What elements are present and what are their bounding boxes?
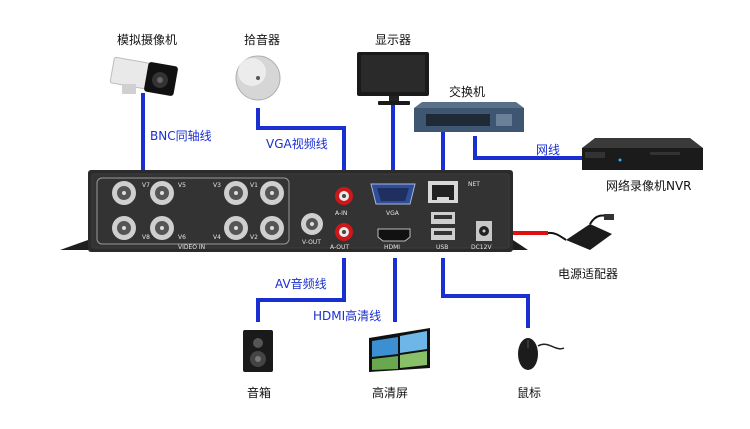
net-port xyxy=(428,181,458,203)
port-label-v4: V4 xyxy=(213,234,221,241)
network-cable-label: 网线 xyxy=(536,143,560,157)
port-label-v2: V2 xyxy=(250,234,258,241)
hdmi-port xyxy=(377,228,411,242)
bnc-v5 xyxy=(150,181,174,205)
panel-labels: V7 V5 V3 V1 V8 V6 V4 V2 VIDEO IN V-OUT A… xyxy=(142,181,492,251)
bnc-v2 xyxy=(260,216,284,240)
hdmi-port-label: HDMI xyxy=(384,244,400,251)
port-label-v8: V8 xyxy=(142,234,150,241)
v-out-label: V-OUT xyxy=(302,239,321,246)
nvr-label: 网络录像机NVR xyxy=(606,178,692,193)
usb-cable-line xyxy=(441,258,530,328)
vga-port xyxy=(370,183,416,205)
power-adapter xyxy=(547,214,614,250)
audio-jacks xyxy=(335,187,353,241)
bnc-v-out xyxy=(301,213,323,235)
hd-screen-label: 高清屏 xyxy=(372,385,408,400)
pickup-microphone xyxy=(235,55,281,101)
bnc-v8 xyxy=(112,216,136,240)
a-in-jack xyxy=(335,187,353,205)
lcd-monitor xyxy=(357,52,429,105)
hdmi-cable-label: HDMI高清线 xyxy=(313,308,381,323)
usb-ports xyxy=(431,212,455,240)
av-cable-label: AV音频线 xyxy=(275,276,327,291)
net-port-label: NET xyxy=(468,181,480,188)
port-label-v1: V1 xyxy=(250,182,258,189)
a-out-label: A-OUT xyxy=(330,244,349,251)
nvr-recorder xyxy=(582,138,703,170)
av-cable-line xyxy=(256,258,346,322)
dc12v-port-label: DC12V xyxy=(471,244,492,251)
mouse-device xyxy=(518,338,565,370)
microphone-label: 拾音器 xyxy=(244,32,280,47)
camera-label: 模拟摄像机 xyxy=(117,32,177,47)
port-label-v7: V7 xyxy=(142,182,150,189)
port-label-v6: V6 xyxy=(178,234,186,241)
a-out-jack xyxy=(335,223,353,241)
vga-port-label: VGA xyxy=(386,210,400,217)
port-label-v5: V5 xyxy=(178,182,186,189)
video-in-border xyxy=(96,177,290,245)
mouse-label: 鼠标 xyxy=(517,386,541,400)
speaker-label: 音箱 xyxy=(247,385,271,400)
bnc-v6 xyxy=(150,216,174,240)
monitor-label: 显示器 xyxy=(375,33,411,47)
bnc-v7 xyxy=(112,181,136,205)
labels: 模拟摄像机 拾音器 显示器 交换机 网络录像机NVR 电源适配器 音箱 高清屏 … xyxy=(117,32,692,400)
network-switch xyxy=(414,102,524,132)
bnc-v3 xyxy=(224,181,248,205)
bnc-connectors xyxy=(112,181,323,240)
bnc-v1 xyxy=(260,181,284,205)
vga-mic-cable-line xyxy=(256,108,346,178)
dvr-device xyxy=(60,170,528,252)
network-cable-line xyxy=(473,136,592,160)
hd-video-wall xyxy=(369,328,430,372)
cable-labels: BNC同轴线 VGA视频线 网线 AV音频线 HDMI高清线 xyxy=(150,128,560,323)
video-in-label: VIDEO IN xyxy=(178,244,205,251)
power-adapter-label: 电源适配器 xyxy=(558,267,618,281)
usb-port-label: USB xyxy=(436,244,448,251)
cable-lines xyxy=(141,93,592,328)
vga-cable-label: VGA视频线 xyxy=(266,136,328,151)
analog-camera xyxy=(109,56,178,96)
bnc-v4 xyxy=(224,216,248,240)
a-in-label: A-IN xyxy=(335,210,347,217)
dc12v-port xyxy=(476,221,492,241)
bnc-cable-label: BNC同轴线 xyxy=(150,128,212,143)
speaker xyxy=(243,330,273,372)
switch-label: 交换机 xyxy=(449,84,485,99)
port-label-v3: V3 xyxy=(213,182,221,189)
